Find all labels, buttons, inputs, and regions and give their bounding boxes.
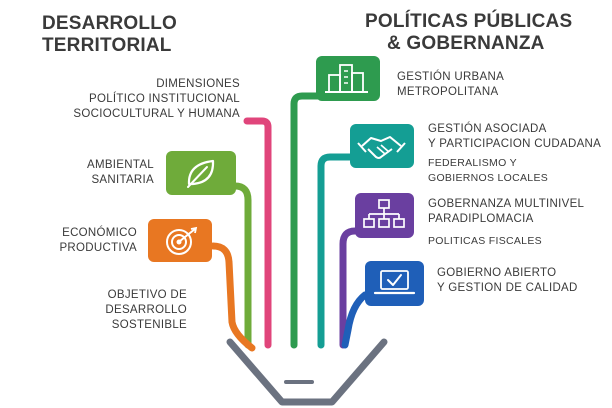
label-politicas-fiscales: POLITICAS FISCALES [428, 234, 542, 249]
label-line: SANITARIA [91, 174, 154, 186]
label-gobierno-abierto: GOBIERNO ABIERTO Y GESTION DE CALIDAD [437, 266, 578, 296]
label-line: Y GESTION DE CALIDAD [437, 282, 578, 294]
label-line: AMBIENTAL [86, 159, 154, 171]
flow-line-ambiental [231, 182, 252, 349]
label-line: POLITICAS FISCALES [428, 235, 542, 247]
right-title-line-1: POLÍTICAS PÚBLICAS [365, 11, 573, 32]
flow-line-urbana [290, 92, 322, 349]
flow-line-asociada [317, 153, 354, 349]
label-line: FEDERALISMO Y [428, 157, 517, 169]
left-title-line-1: DESARROLLO [42, 13, 177, 34]
label-line: METROPOLITANA [397, 86, 499, 98]
left-title: DESARROLLO TERRITORIAL [42, 13, 177, 57]
left-title-line-2: TERRITORIAL [42, 35, 172, 56]
label-line: DIMENSIONES [156, 78, 240, 90]
label-economico: ECONÓMICO PRODUCTIVA [59, 226, 137, 256]
flow-line-multinivel [339, 227, 359, 349]
label-federalismo: FEDERALISMO Y GOBIERNOS LOCALES [428, 156, 548, 186]
label-line: GESTIÓN ASOCIADA [428, 123, 547, 135]
label-line: GESTIÓN URBANA [397, 71, 505, 83]
label-line: GOBIERNO ABIERTO [437, 267, 557, 279]
flow-line-sociocultural [243, 117, 272, 349]
label-gestion-asociada: GESTIÓN ASOCIADA Y PARTICIPACION CUDADAN… [428, 122, 601, 152]
right-title: POLÍTICAS PÚBLICAS & GOBERNANZA [365, 11, 572, 55]
flow-line-abierto [341, 291, 369, 349]
label-gobernanza: GOBERNANZA MULTINIVEL PARADIPLOMACIA [428, 197, 584, 227]
label-ods: OBJETIVO DE DESARROLLO SOSTENIBLE [105, 288, 187, 333]
funnel-shape [226, 338, 388, 406]
label-line: Y PARTICIPACION CUDADANA [428, 138, 602, 150]
laptop-check-icon [365, 261, 424, 306]
label-gestion-urbana: GESTIÓN URBANA METROPOLITANA [397, 70, 504, 100]
flow-line-economico [209, 242, 256, 352]
org-chart-icon [355, 193, 414, 238]
label-line: PRODUCTIVA [59, 242, 137, 254]
leaf-icon [166, 151, 236, 195]
label-line: ECONÓMICO [62, 227, 137, 239]
label-line: OBJETIVO DE [107, 289, 187, 301]
label-line: GOBIERNOS LOCALES [428, 172, 549, 184]
label-line: POLÍTICO INSTITUCIONAL [88, 93, 240, 105]
target-icon [148, 219, 212, 262]
label-line: SOCIOCULTURAL Y HUMANA [73, 108, 240, 120]
label-line: SOSTENIBLE [111, 319, 187, 331]
buildings-icon [316, 56, 380, 101]
label-dimensiones: DIMENSIONES POLÍTICO INSTITUCIONAL SOCIO… [73, 77, 240, 122]
label-ambiental: AMBIENTAL SANITARIA [87, 158, 154, 188]
right-title-line-2: & GOBERNANZA [387, 33, 545, 54]
label-line: PARADIPLOMACIA [428, 213, 534, 225]
label-line: DESARROLLO [105, 304, 187, 316]
label-line: GOBERNANZA MULTINIVEL [428, 198, 585, 210]
handshake-icon [350, 124, 414, 168]
